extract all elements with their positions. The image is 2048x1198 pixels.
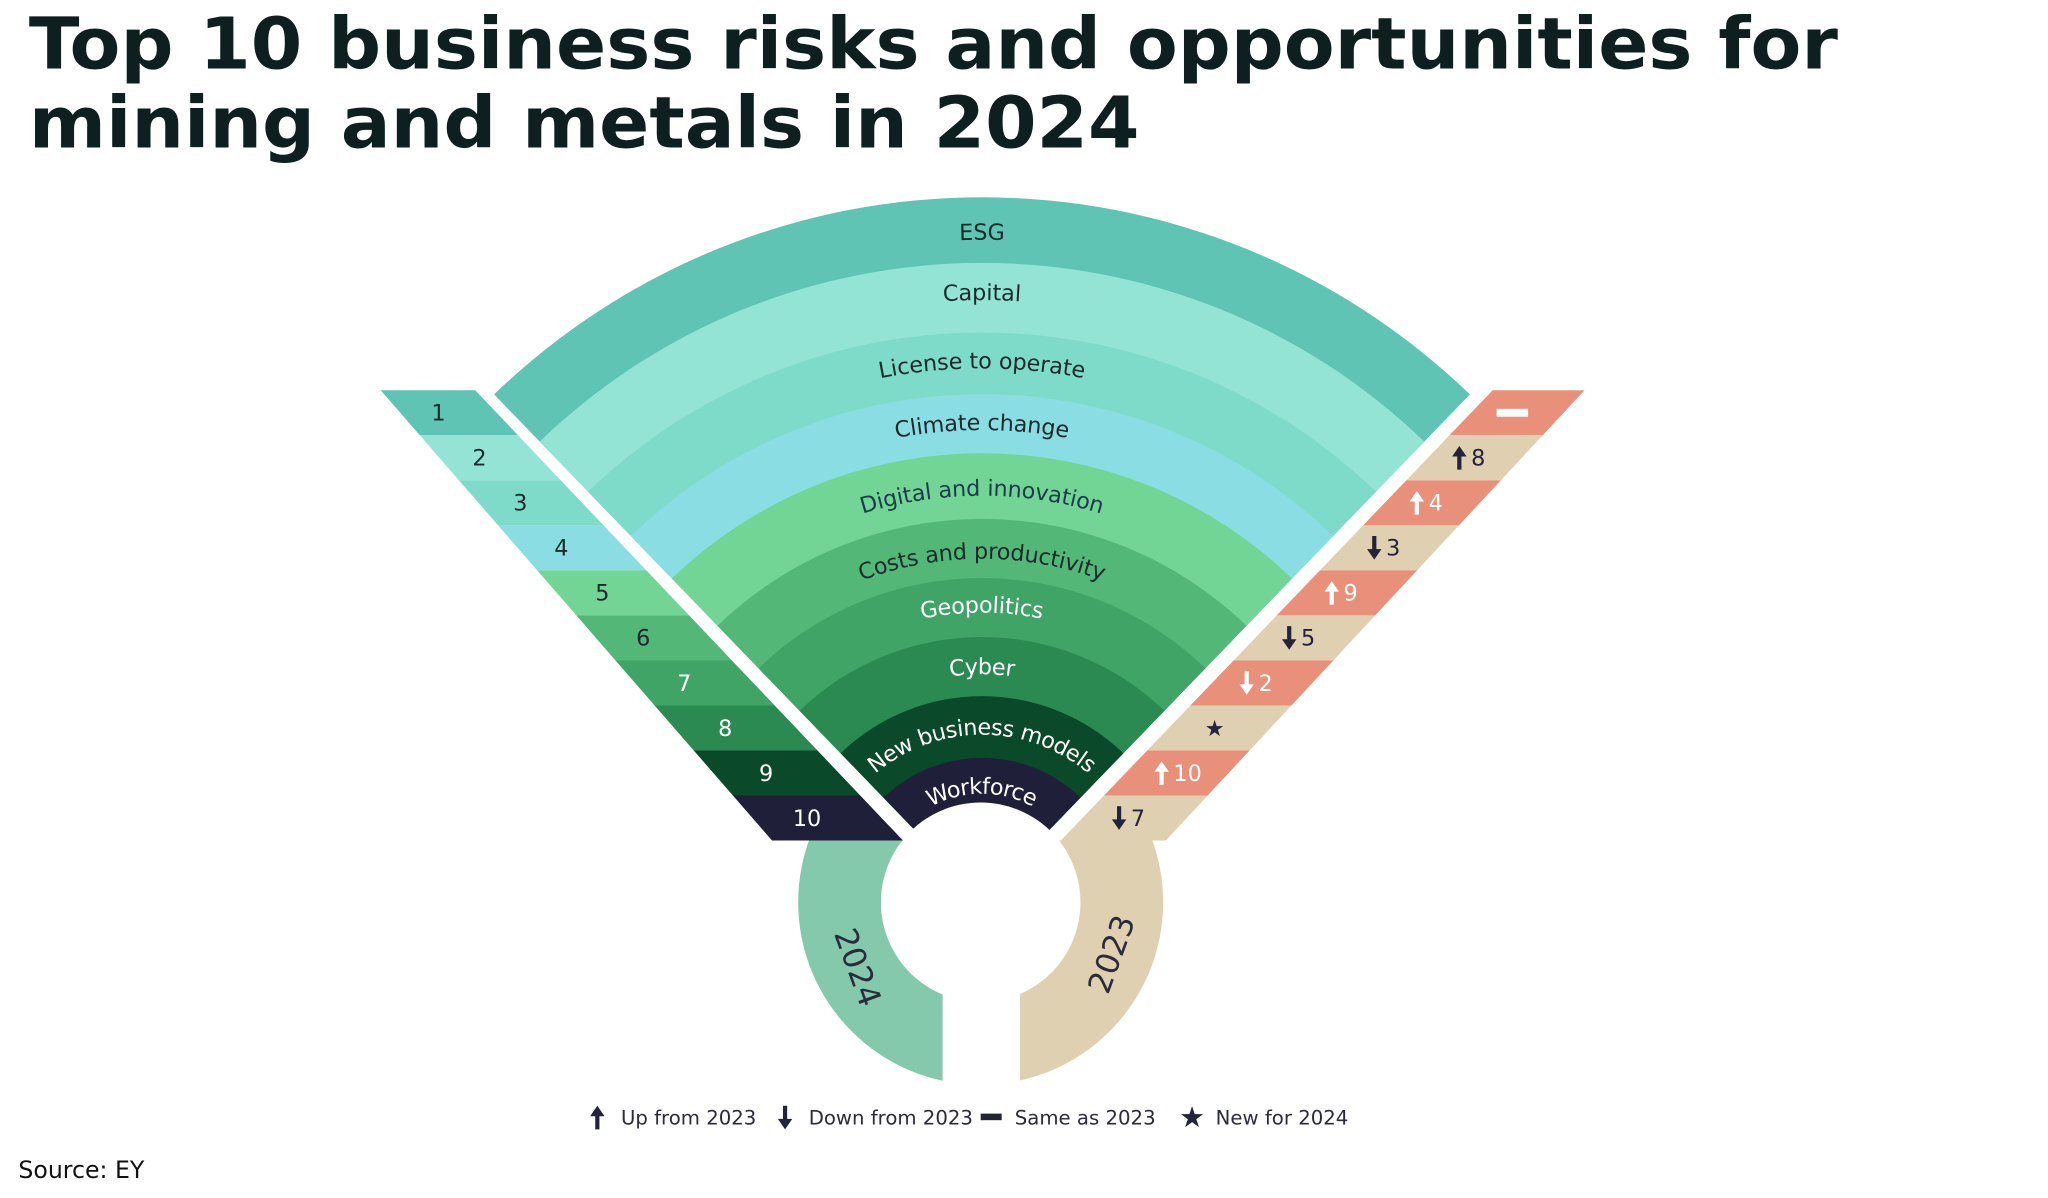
ribbon-2023-changes: 8 4 3 9 5 2 ★10 7 [1060,390,1585,841]
previous-rank: 7 [1131,806,1145,832]
arrow-up-icon [1154,761,1169,785]
rank-number: 8 [718,716,732,742]
rank-row [498,525,647,571]
change-row [1319,525,1459,571]
rank-number: 3 [513,491,527,517]
arrow-up-icon [1324,581,1339,605]
rank-number: 2 [472,446,486,472]
arrow-down-icon [1239,671,1254,695]
rank-number: 5 [595,581,609,607]
change-row [1147,705,1292,751]
arrow-up-icon [1409,491,1425,515]
change-row [1406,435,1543,481]
legend-label: New for 2024 [1216,1106,1349,1129]
change-row [1104,750,1250,796]
year-rings [798,840,1164,1081]
star-icon: ★ [1179,1100,1205,1134]
arrow-down-icon [1367,536,1382,560]
page-title-line-2: mining and metals in 2024 [29,81,1140,164]
change-row [1233,615,1376,661]
change-row [1276,570,1418,616]
fan-band-label: ESG [959,219,1005,245]
rank-row [732,795,904,841]
legend-label: Down from 2023 [809,1106,973,1129]
rank-number: 10 [793,806,821,832]
previous-rank: 4 [1429,491,1443,517]
star-icon: ★ [1205,716,1225,742]
change-row [1363,480,1501,526]
change-row [1060,795,1208,841]
rank-row [537,570,690,616]
arrow-up-icon [590,1105,605,1130]
dash-icon [980,1113,1002,1121]
previous-rank: 9 [1344,581,1358,607]
legend: Up from 2023 Down from 2023 Same as 2023 ★ N… [590,1100,1348,1134]
rank-row [419,435,561,481]
fan-diagram [494,197,1470,841]
previous-rank: 8 [1471,446,1485,472]
previous-rank: 2 [1258,671,1272,697]
previous-rank: 5 [1301,626,1315,652]
legend-label: Same as 2023 [1015,1106,1156,1129]
arrow-up-icon [1452,445,1467,470]
previous-rank: 10 [1173,761,1201,787]
ring-2024 [798,840,943,1081]
fan-band-label: Capital [942,280,1022,307]
legend-label: Up from 2023 [621,1106,756,1129]
rank-row [615,660,775,706]
ring-2023 [1020,840,1164,1081]
rank-number: 6 [636,626,650,652]
rank-row [380,390,519,436]
ribbon-2024-ranks: 1 2 3 4 5 6 7 8 9 10 [380,390,904,841]
rank-row [654,705,818,751]
page-title-line-1: Top 10 business risks and opportunities … [29,3,1838,86]
rank-number: 1 [431,401,445,427]
source-note: Source: EY [18,1156,145,1184]
arrow-down-icon [1281,626,1297,650]
rank-row [458,480,604,526]
arrow-down-icon [777,1105,793,1130]
rank-number: 4 [554,536,568,562]
rank-row [693,750,861,796]
rank-row [576,615,732,661]
arrow-down-icon [1111,806,1127,830]
rank-number: 9 [759,761,773,787]
dash-icon [1496,408,1529,417]
previous-rank: 3 [1386,536,1400,562]
rank-number: 7 [677,671,691,697]
change-row [1190,660,1334,706]
